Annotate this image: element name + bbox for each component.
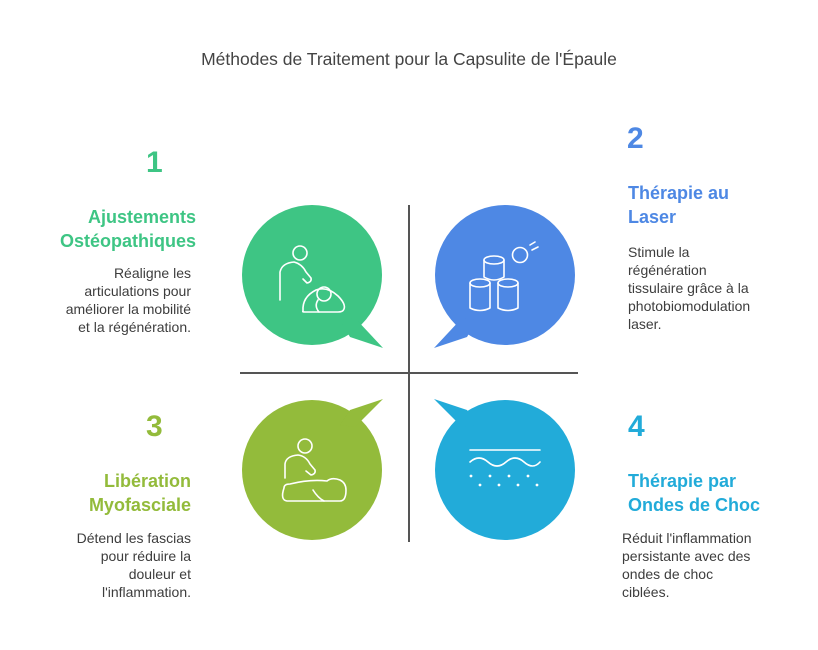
desc-line: ciblées. (622, 584, 670, 600)
desc-line: Réduit l'inflammation (622, 530, 752, 546)
desc-line: laser. (628, 316, 662, 332)
page-title: Méthodes de Traitement pour la Capsulite… (201, 49, 617, 69)
desc-line: pour réduire la (100, 548, 191, 564)
cans-laser-icon (469, 241, 539, 312)
heading-3-line2: Myofasciale (88, 495, 191, 515)
desc-line: photobiomodulation (628, 298, 751, 314)
desc-line: améliorer la mobilité (65, 301, 191, 317)
heading-4: Thérapie par Ondes de Choc (628, 469, 760, 517)
step-number-2: 2 (627, 122, 644, 155)
desc-line: et la régénération. (78, 319, 191, 335)
heading-1: Ajustements Ostéopathiques (60, 205, 196, 253)
desc-line: régénération (628, 262, 707, 278)
step-number-1: 1 (146, 146, 163, 179)
desc-line: Réaligne les (113, 265, 191, 281)
step-number-4: 4 (628, 410, 645, 443)
description-1: Réaligne les articulations pour améliore… (66, 264, 191, 336)
heading-1-line1: Ajustements (87, 207, 196, 227)
osteopath-adjustment-icon (279, 245, 346, 313)
massage-therapy-icon (281, 438, 347, 502)
heading-2-line2: Laser (628, 207, 677, 227)
heading-1-line2: Ostéopathiques (59, 231, 196, 251)
heading-2: Thérapie au Laser (628, 181, 729, 229)
desc-line: ondes de choc (622, 566, 714, 582)
step-number-3: 3 (146, 410, 163, 443)
heading-3-line1: Libération (103, 471, 191, 491)
heading-3: Libération Myofasciale (89, 469, 191, 517)
heading-4-line1: Thérapie par (628, 471, 737, 491)
description-2: Stimule la régénération tissulaire grâce… (628, 243, 750, 333)
desc-line: articulations pour (84, 283, 191, 299)
bubble-3 (242, 399, 383, 540)
desc-line: Stimule la (628, 244, 690, 260)
bubble-1 (242, 205, 383, 348)
desc-line: douleur et (128, 566, 191, 582)
heading-2-line1: Thérapie au (628, 183, 730, 203)
desc-line: Détend les fascias (76, 530, 191, 546)
heading-4-line2: Ondes de Choc (628, 495, 761, 515)
description-4: Réduit l'inflammation persistante avec d… (622, 529, 752, 601)
desc-line: tissulaire grâce à la (628, 280, 749, 296)
desc-line: l'inflammation. (101, 584, 191, 600)
bubble-4 (434, 399, 575, 540)
shockwave-icon (469, 449, 541, 467)
particle-dots (469, 474, 539, 487)
description-3: Détend les fascias pour réduire la doule… (77, 529, 191, 601)
desc-line: persistante avec des (622, 548, 751, 564)
bubble-2 (434, 205, 575, 348)
